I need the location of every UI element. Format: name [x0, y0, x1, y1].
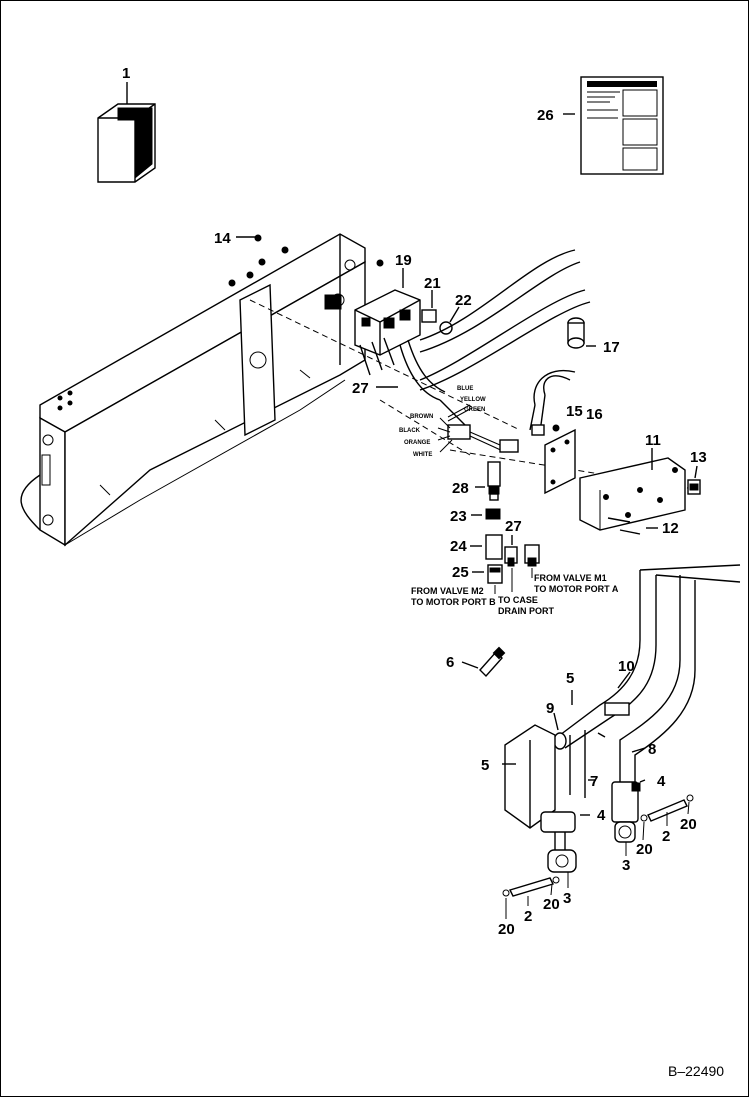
- wire-label-black: BLACK: [399, 428, 421, 434]
- part-24-adapter: [485, 534, 503, 560]
- callout-22: 22: [455, 292, 472, 309]
- upper-hoses: [399, 249, 591, 433]
- part-25-fitting: [487, 564, 503, 584]
- callout-27-upper: 27: [352, 380, 369, 397]
- part-21-fitting: [421, 290, 437, 323]
- callout-6: 6: [446, 654, 454, 671]
- callout-2-right: 2: [662, 828, 670, 845]
- callout-11: 11: [645, 432, 661, 449]
- left-cylinder: [504, 724, 577, 873]
- part-12-bolts: [607, 517, 658, 535]
- callout-26: 26: [537, 107, 554, 124]
- note-case-drain-line2: DRAIN PORT: [498, 606, 555, 616]
- callout-5-lower: 5: [481, 757, 489, 774]
- callout-20-mid: 20: [636, 841, 653, 858]
- callout-9: 9: [546, 700, 554, 717]
- callout-5-upper: 5: [566, 670, 574, 687]
- callout-4-left: 4: [597, 807, 606, 824]
- wire-label-white: WHITE: [413, 452, 432, 458]
- callout-2-lower: 2: [524, 908, 532, 925]
- part-11-plate: [579, 457, 686, 531]
- hydraulic-tubes: [553, 564, 741, 798]
- drawing-reference-number: B–22490: [668, 1063, 724, 1079]
- note-valve-m1-line1: FROM VALVE M1: [534, 573, 607, 583]
- callout-20-bottom: 20: [498, 921, 515, 938]
- part-28-fitting: [487, 461, 501, 501]
- callout-17: 17: [603, 339, 620, 356]
- callout-3-lower: 3: [563, 890, 571, 907]
- note-valve-m2-line2: TO MOTOR PORT B: [411, 597, 496, 607]
- wire-label-yellow: YELLOW: [460, 397, 486, 403]
- wire-label-green: GREEN: [464, 407, 485, 413]
- callout-25: 25: [452, 564, 469, 581]
- callout-21: 21: [424, 275, 441, 292]
- callout-20-right: 20: [680, 816, 697, 833]
- callout-4-right: 4: [657, 773, 666, 790]
- callout-7: 7: [590, 773, 598, 790]
- part-15-nut: [552, 424, 560, 432]
- callout-15: 15: [566, 403, 583, 420]
- right-cylinder: [611, 781, 641, 843]
- part-23-fitting: [485, 508, 501, 520]
- lower-pin-2: [502, 876, 560, 897]
- note-valve-m2-line1: FROM VALVE M2: [411, 586, 484, 596]
- callout-12: 12: [662, 520, 679, 537]
- callout-13: 13: [690, 449, 707, 466]
- wire-label-blue: BLUE: [457, 386, 473, 392]
- part-13-knob: [687, 465, 701, 495]
- part-1-decal-box: [97, 103, 156, 183]
- part-16-bracket: [544, 428, 576, 495]
- wire-label-orange: ORANGE: [404, 440, 430, 446]
- callout-20-lower: 20: [543, 896, 560, 913]
- part-27-fittings: [504, 535, 540, 567]
- callout-27-lower: 27: [505, 518, 522, 535]
- mounting-frame: [20, 233, 366, 547]
- part-19-valve: [354, 289, 421, 376]
- callout-16: 16: [586, 406, 603, 423]
- part-14-bolts: [228, 234, 384, 287]
- wire-harness: [437, 404, 545, 453]
- wire-label-brown: BROWN: [410, 414, 433, 420]
- part-17-fitting: [567, 317, 596, 349]
- callout-24: 24: [450, 538, 467, 555]
- callout-23: 23: [450, 508, 467, 525]
- right-pin-2: [640, 794, 694, 822]
- callout-8: 8: [648, 741, 656, 758]
- part-6-pin: [479, 646, 506, 678]
- callout-14: 14: [214, 230, 231, 247]
- note-valve-m1-line2: TO MOTOR PORT A: [534, 584, 619, 594]
- callout-3-right: 3: [622, 857, 630, 874]
- callout-28: 28: [452, 480, 469, 497]
- note-case-drain-line1: TO CASE: [498, 595, 538, 605]
- callout-1: 1: [122, 65, 130, 82]
- part-26-instruction-card: [580, 76, 664, 175]
- callout-19: 19: [395, 252, 412, 269]
- callout-10: 10: [618, 658, 635, 675]
